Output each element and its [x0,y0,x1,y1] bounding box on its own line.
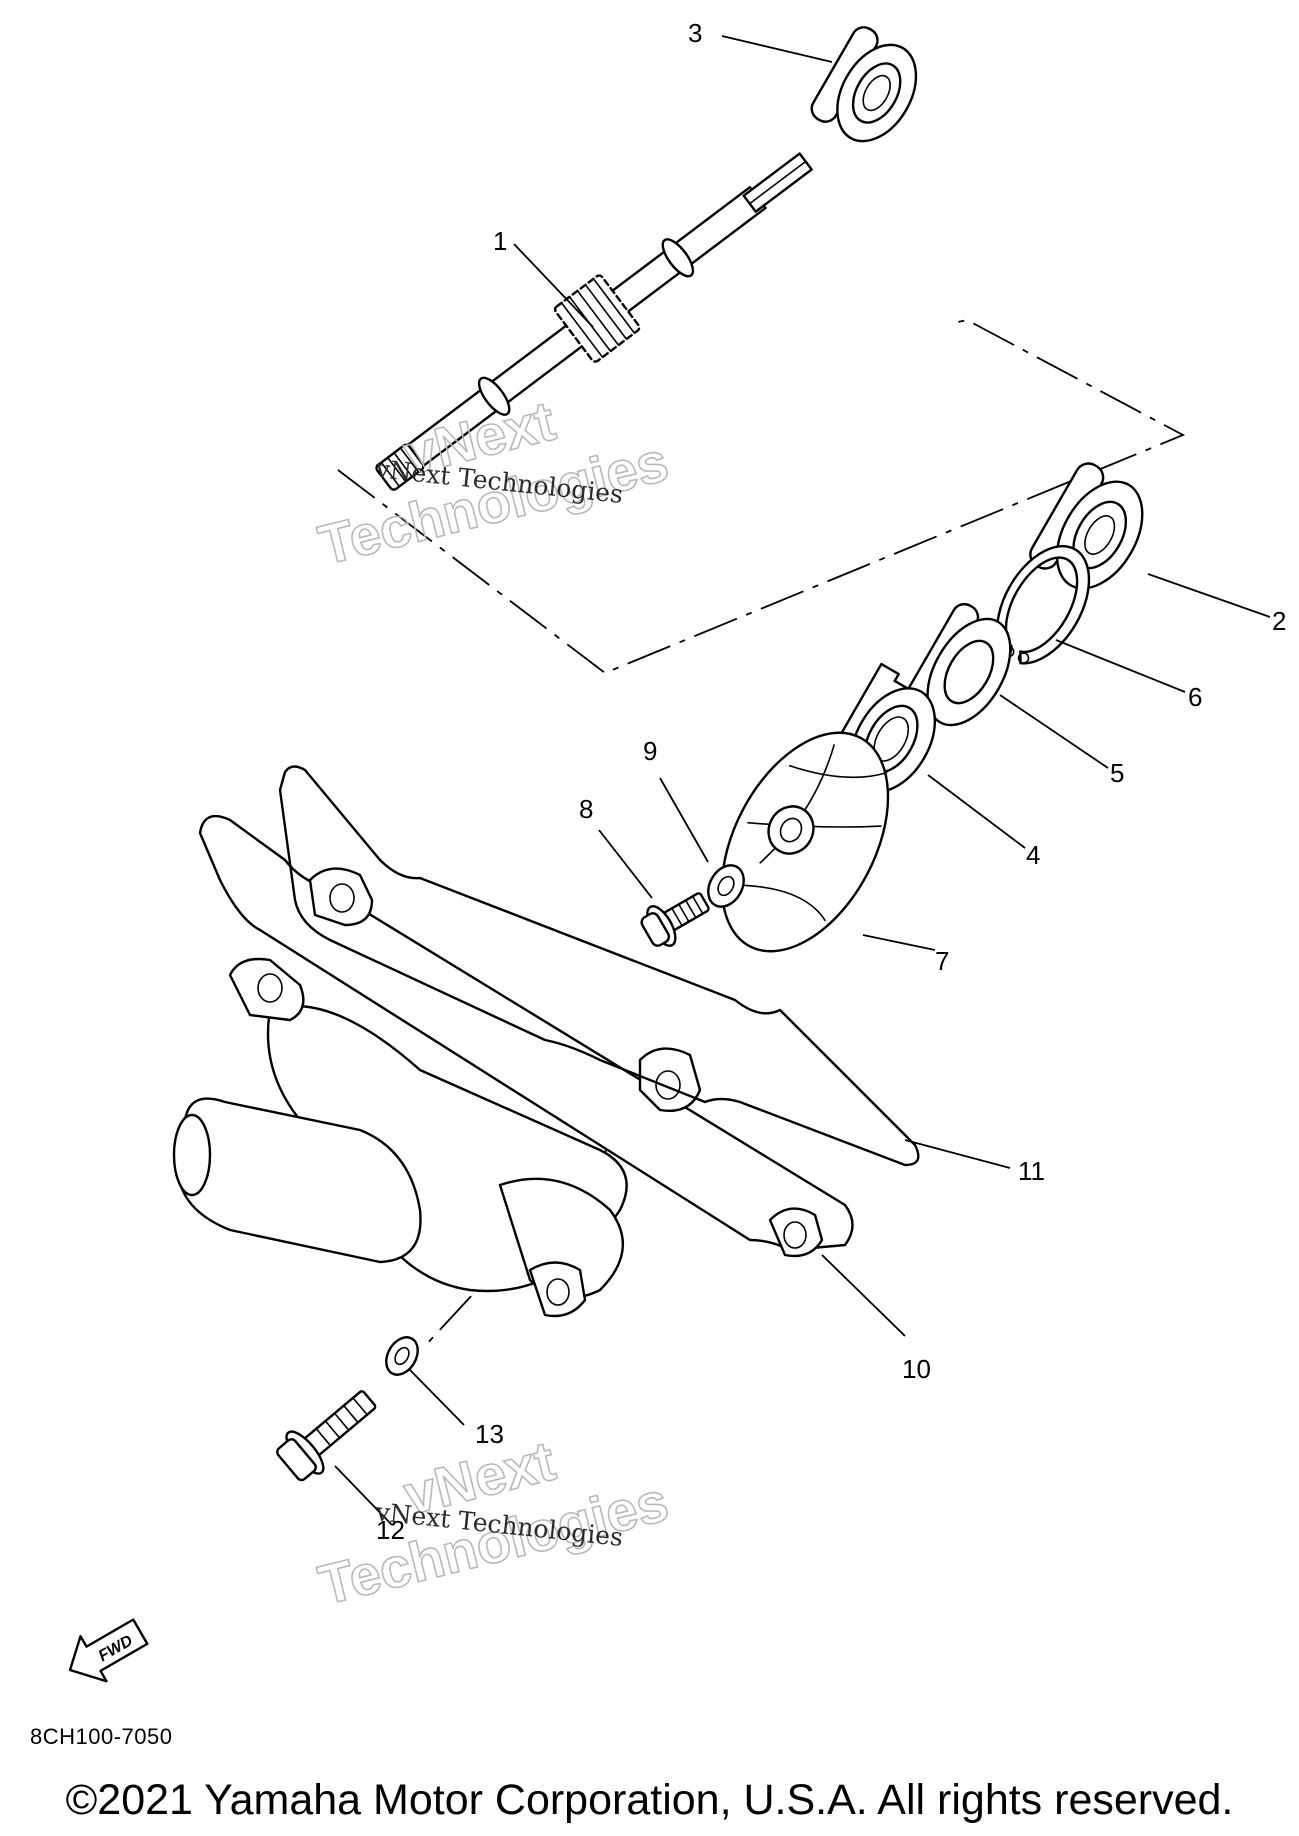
part-12-bolt [276,1390,377,1482]
callout-12: 12 [376,1515,405,1545]
part-13-washer [385,1336,419,1376]
callout-5: 5 [1110,758,1124,788]
part-2-bearing [1029,462,1144,590]
callout-3: 3 [688,18,702,48]
part-8-screw [640,892,710,947]
callout-2: 2 [1272,606,1286,636]
callout-13: 13 [475,1419,504,1449]
assembly-line-upper [337,319,1186,675]
part-3-bearing [810,26,918,143]
watermark-upper: vNext Technologies vNext Technologies [312,388,675,578]
part-7-impeller [720,731,890,953]
part-5-oil-seal [905,602,1012,727]
part-11-gasket [278,765,920,1167]
part-9-washer [707,864,745,908]
diagram-code: 8CH100-7050 [30,1724,173,1749]
watermark-lower: vNext Technologies vNext Technologies [312,1428,675,1618]
callout-10: 10 [902,1354,931,1384]
callout-9: 9 [643,736,657,766]
callout-7: 7 [935,946,949,976]
fwd-arrow-icon: FWD [68,1618,149,1683]
copyright-notice: ©2021 Yamaha Motor Corporation, U.S.A. A… [65,1776,1234,1824]
leader-lines [334,35,1271,1526]
callout-1: 1 [493,226,507,256]
callout-6: 6 [1188,682,1202,712]
callout-11: 11 [1018,1156,1045,1186]
callout-numbers: 3 1 2 6 5 4 9 8 7 11 10 13 12 [376,18,1286,1545]
callout-4: 4 [1026,840,1040,870]
part-1-impeller-shaft [375,152,813,491]
part-10-pump-housing [172,815,854,1318]
callout-8: 8 [579,794,593,824]
